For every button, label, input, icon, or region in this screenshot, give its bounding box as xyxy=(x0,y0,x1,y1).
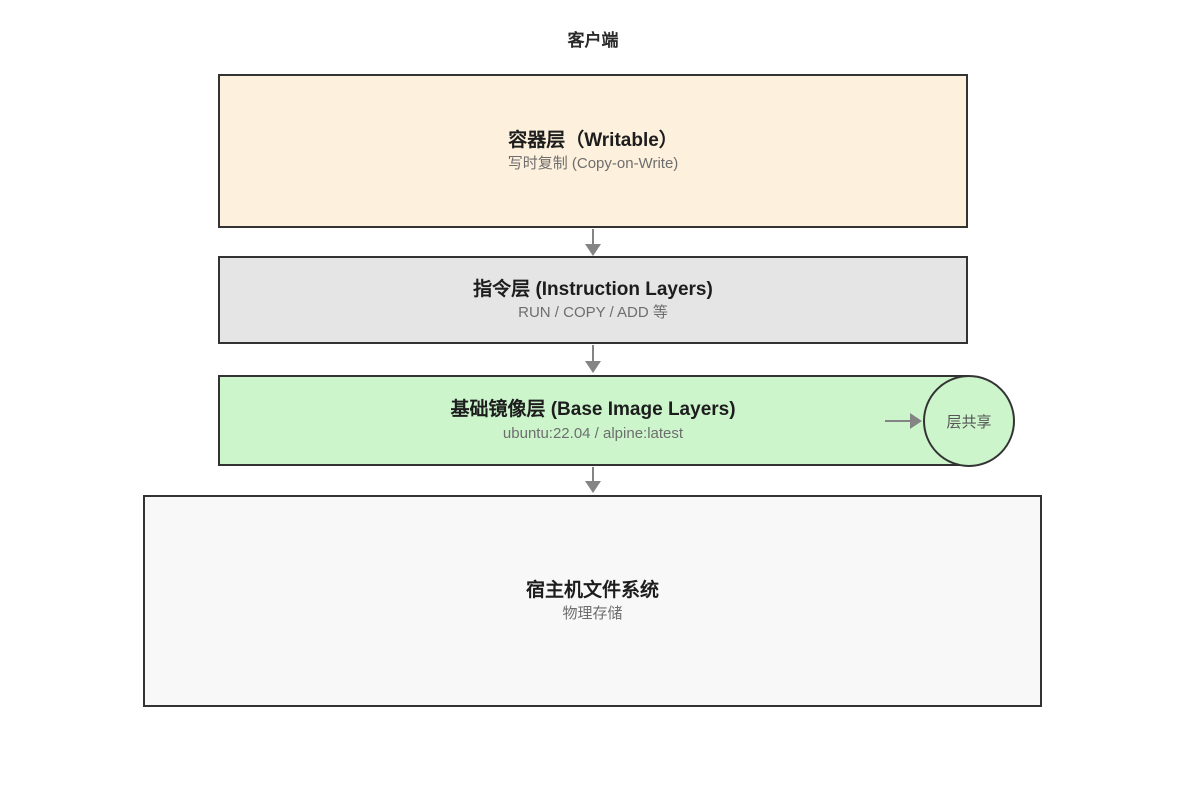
arrow-down-icon xyxy=(585,481,601,493)
layer-subtitle: ubuntu:22.04 / alpine:latest xyxy=(502,424,684,442)
layer-subtitle: 写时复制 (Copy-on-Write) xyxy=(507,155,679,173)
layer-title: 基础镜像层 (Base Image Layers) xyxy=(450,399,736,421)
arrow-down-icon xyxy=(592,345,594,362)
layer-share-badge: 层共享 xyxy=(923,375,1015,467)
arrow-down-icon xyxy=(585,361,601,373)
layer-box-container-writable: 容器层（Writable） 写时复制 (Copy-on-Write) xyxy=(218,74,968,228)
layer-title: 宿主机文件系统 xyxy=(525,579,659,601)
arrow-right-icon xyxy=(910,413,922,429)
layer-subtitle: RUN / COPY / ADD 等 xyxy=(518,304,668,322)
layer-box-host-filesystem: 宿主机文件系统 物理存储 xyxy=(143,495,1042,707)
layer-subtitle: 物理存储 xyxy=(562,605,623,623)
arrow-down-icon xyxy=(592,467,594,482)
arrow-down-icon xyxy=(592,229,594,245)
arrow-down-icon xyxy=(585,244,601,256)
layer-title: 容器层（Writable） xyxy=(508,129,678,151)
layer-box-base-image-layers: 基础镜像层 (Base Image Layers) ubuntu:22.04 /… xyxy=(218,375,968,466)
page-title: 客户端 xyxy=(567,31,619,50)
layer-title: 指令层 (Instruction Layers) xyxy=(473,278,713,300)
layer-box-instruction-layers: 指令层 (Instruction Layers) RUN / COPY / AD… xyxy=(218,256,968,344)
arrow-right-icon xyxy=(885,420,911,422)
layer-share-badge-label: 层共享 xyxy=(946,413,992,431)
